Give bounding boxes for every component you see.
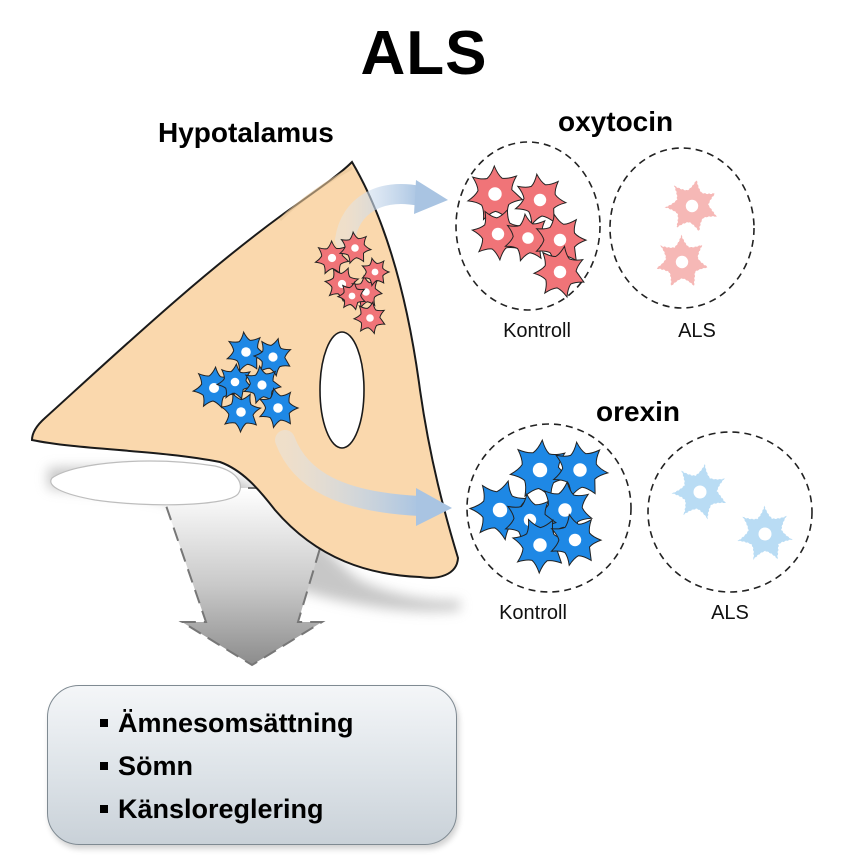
neuron-nucleus — [693, 485, 707, 499]
functions-box — [47, 685, 457, 845]
functions-list: Ämnesomsättning Sömn Känsloreglering — [100, 702, 354, 831]
function-item: Känsloreglering — [100, 788, 354, 831]
neuron-nucleus — [273, 403, 283, 413]
orexin-control-neurons — [468, 438, 610, 575]
neuron-nucleus — [568, 533, 582, 547]
oxytocin-als-label: ALS — [678, 320, 716, 342]
orexin-als-neurons — [671, 464, 793, 560]
bullet-icon — [100, 804, 108, 813]
neuron-nucleus — [241, 347, 251, 357]
neuron-nucleus — [533, 538, 547, 552]
neuron-nucleus — [366, 314, 374, 322]
orexin-label: orexin — [596, 396, 681, 427]
neuron-nucleus — [553, 265, 567, 279]
neuron-nucleus — [573, 463, 587, 477]
flow-arrow-oxytocin — [335, 180, 448, 250]
orexin-neurons-in-hypothalamus — [191, 330, 300, 434]
neuron-nucleus — [675, 255, 689, 269]
neuron-nucleus — [491, 227, 505, 241]
oxytocin-neurons-in-hypothalamus — [314, 230, 391, 335]
function-item: Ämnesomsättning — [100, 702, 354, 745]
oxytocin-als-neurons — [655, 178, 717, 287]
function-text: Sömn — [118, 751, 194, 781]
region-label: Hypotalamus — [158, 117, 334, 148]
orexin-control-label: Kontroll — [499, 602, 567, 624]
neuron-nucleus — [371, 268, 379, 276]
orexin-control-circle — [466, 423, 632, 593]
neuron-nucleus — [553, 233, 567, 247]
neuron-nucleus — [532, 462, 548, 478]
oxytocin-control-circle — [455, 141, 601, 311]
function-item: Sömn — [100, 745, 354, 788]
diagram-title: ALS — [360, 19, 488, 88]
bullet-icon — [100, 761, 108, 770]
oxytocin-als-circle — [609, 147, 755, 309]
neuron-nucleus — [533, 193, 547, 207]
function-text: Känsloreglering — [118, 794, 324, 824]
function-text: Ämnesomsättning — [118, 708, 354, 738]
neuron-nucleus — [492, 502, 508, 518]
neuron-nucleus — [236, 407, 246, 417]
neuron-nucleus — [522, 232, 534, 244]
oxytocin-label: oxytocin — [558, 106, 674, 137]
neuron-nucleus — [558, 503, 572, 517]
neuron-nucleus — [685, 199, 699, 213]
neuron-nucleus — [488, 187, 502, 201]
neuron-nucleus — [257, 380, 267, 390]
hypothalamus-tissue — [30, 160, 460, 579]
bullet-icon — [100, 718, 108, 727]
flow-arrow-orexin — [275, 430, 452, 526]
neuron-nucleus — [268, 352, 278, 362]
neuron-nucleus — [758, 527, 772, 541]
neuron-nucleus — [351, 244, 359, 252]
neuron-nucleus — [209, 383, 219, 393]
neuron-nucleus — [327, 253, 337, 263]
neuron-nucleus — [348, 292, 356, 300]
oxytocin-control-label: Kontroll — [503, 320, 571, 342]
neuron-nucleus — [230, 377, 240, 387]
orexin-als-circle — [647, 431, 813, 593]
ventricle-opening — [319, 331, 365, 449]
orexin-als-label: ALS — [711, 602, 749, 624]
pituitary-lobe — [50, 460, 242, 506]
oxytocin-control-neurons — [466, 164, 588, 299]
